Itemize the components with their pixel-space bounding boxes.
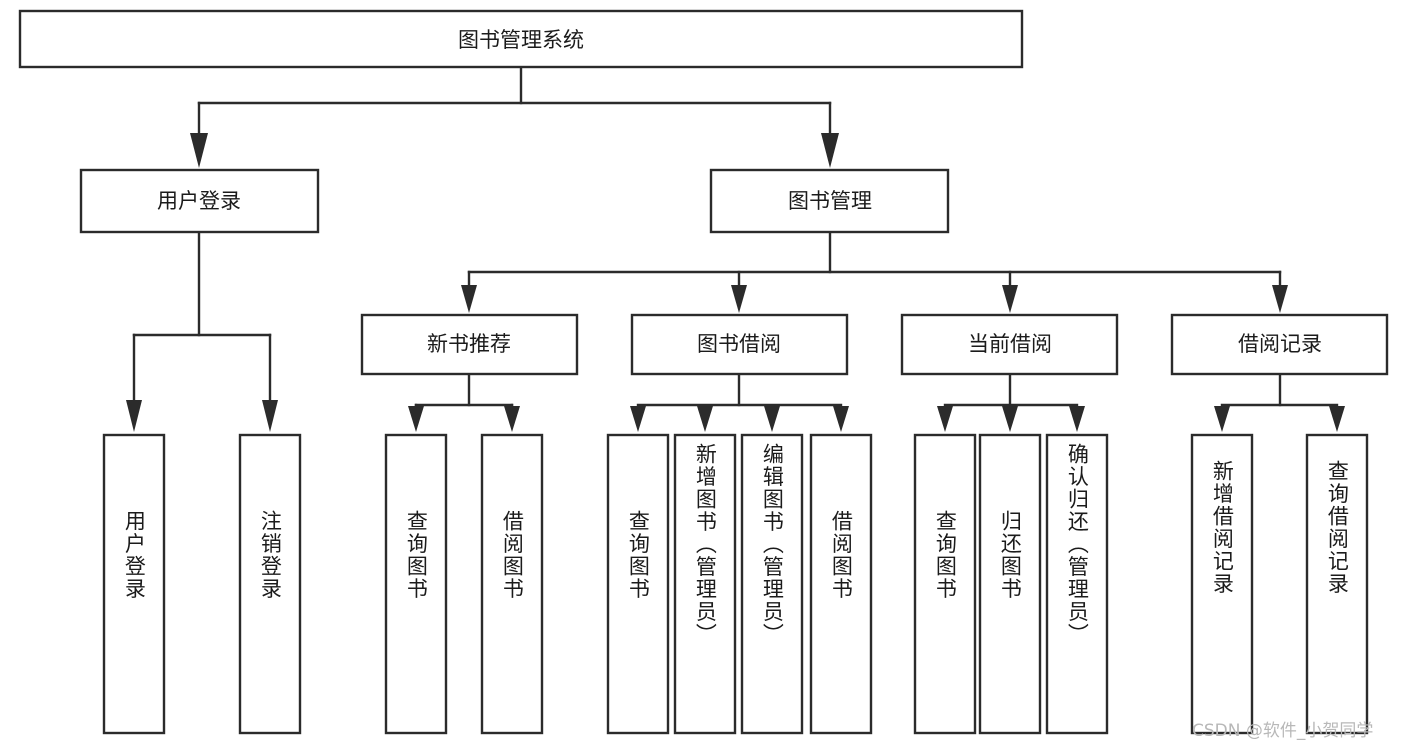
leaf-box-current-borrow-3[interactable]	[1045, 433, 1109, 735]
arrow-book-mgmt-to-book-borrow	[731, 285, 747, 313]
leaf-box-borrow-record-2[interactable]	[1305, 433, 1369, 735]
node-root-book-management-system[interactable]	[18, 9, 1024, 69]
leaf-box-new-book-1[interactable]	[384, 433, 448, 735]
node-user-login[interactable]	[79, 168, 320, 234]
arrow-root-to-book-mgmt	[821, 133, 839, 168]
arrow-book-borrow-leaf-2	[697, 406, 713, 432]
arrow-book-borrow-leaf-1	[630, 406, 646, 432]
arrow-current-borrow-leaf-3	[1069, 406, 1085, 432]
arrow-new-book-leaf-1	[408, 406, 424, 432]
leaf-box-borrow-record-1[interactable]	[1190, 433, 1254, 735]
node-current-borrow[interactable]	[900, 313, 1119, 376]
leaf-box-current-borrow-1[interactable]	[913, 433, 977, 735]
arrow-current-borrow-leaf-1	[937, 406, 953, 432]
arrow-borrow-record-leaf-1	[1214, 406, 1230, 432]
csdn-watermark: CSDN @软件_小贺同学	[1192, 721, 1374, 741]
leaf-box-current-borrow-2[interactable]	[978, 433, 1042, 735]
node-book-management[interactable]	[709, 168, 950, 234]
arrow-book-mgmt-to-new-book	[461, 285, 477, 313]
arrow-book-borrow-leaf-3	[764, 406, 780, 432]
node-current-borrow-label: 当前借阅	[968, 332, 1052, 356]
arrow-user-login-leaf-1	[126, 400, 142, 432]
node-user-login-label: 用户登录	[157, 189, 241, 213]
leaf-box-book-borrow-3[interactable]	[740, 433, 804, 735]
node-new-book-recommend[interactable]	[360, 313, 579, 376]
leaf-box-book-borrow-1[interactable]	[606, 433, 670, 735]
leaf-box-user-login-1[interactable]	[102, 433, 166, 735]
node-layer: 图书管理系统 用户登录 图书管理 新书推荐 图书借阅 当前借阅 借阅记录	[18, 9, 1389, 735]
node-borrow-record-label: 借阅记录	[1238, 332, 1322, 356]
node-book-borrow[interactable]	[630, 313, 849, 376]
node-book-management-label: 图书管理	[788, 189, 872, 213]
node-book-borrow-label: 图书借阅	[697, 332, 781, 356]
leaf-box-book-borrow-2[interactable]	[673, 433, 737, 735]
arrow-current-borrow-leaf-2	[1002, 406, 1018, 432]
leaf-box-book-borrow-4[interactable]	[809, 433, 873, 735]
arrow-new-book-leaf-2	[504, 406, 520, 432]
arrow-borrow-record-leaf-2	[1329, 406, 1345, 432]
arrow-user-login-leaf-2	[262, 400, 278, 432]
connector-layer	[126, 65, 1345, 432]
arrow-root-to-user-login	[190, 133, 208, 168]
leaf-box-user-login-2[interactable]	[238, 433, 302, 735]
node-borrow-record[interactable]	[1170, 313, 1389, 376]
arrow-book-mgmt-to-current-borrow	[1002, 285, 1018, 313]
leaf-box-new-book-2[interactable]	[480, 433, 544, 735]
node-root-label: 图书管理系统	[458, 28, 584, 52]
arrow-book-mgmt-to-borrow-record	[1272, 285, 1288, 313]
arrow-book-borrow-leaf-4	[833, 406, 849, 432]
node-new-book-recommend-label: 新书推荐	[427, 332, 511, 356]
